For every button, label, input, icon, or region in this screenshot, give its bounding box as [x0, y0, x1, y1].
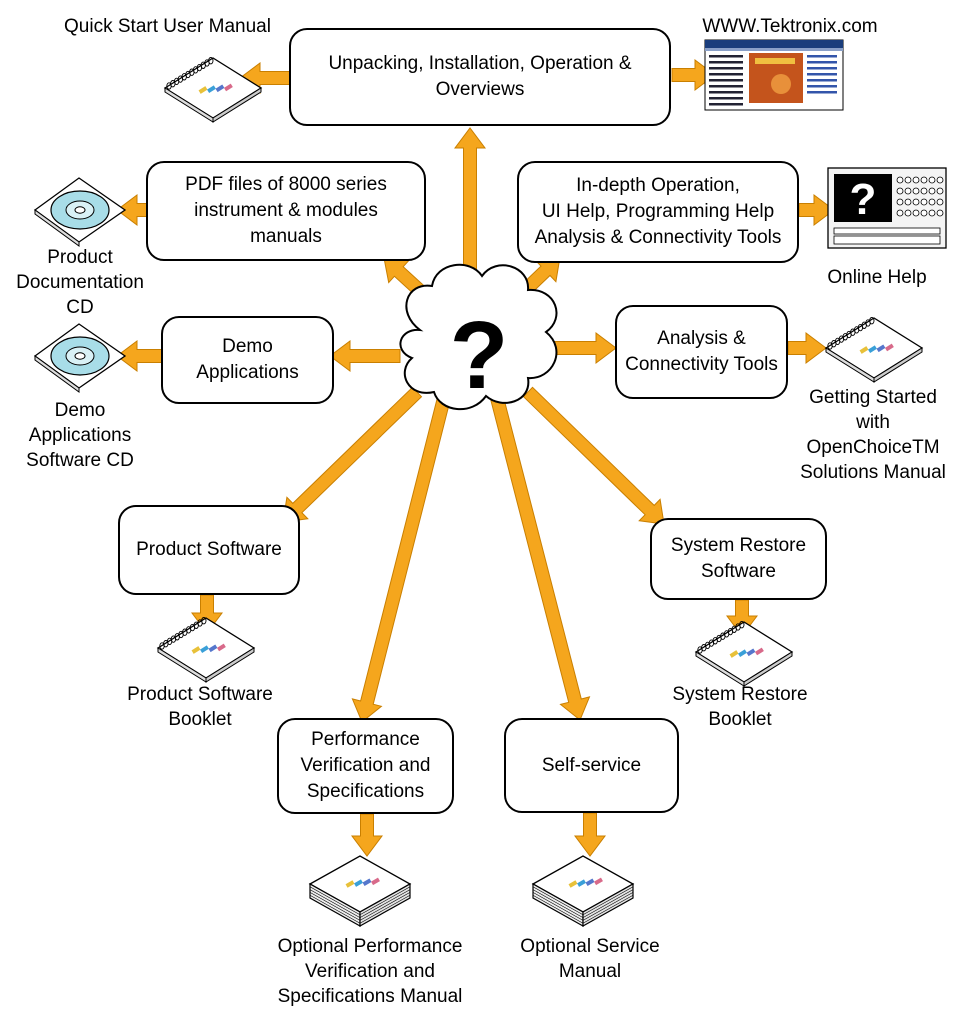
- demo-cd-icon: [33, 323, 127, 393]
- icons-layer: ?: [33, 39, 947, 928]
- quick-start-manual-icon: [163, 57, 263, 123]
- arrow-to-performance: [351, 395, 451, 723]
- website-icon: [704, 39, 844, 111]
- box-pdf-files: PDF files of 8000 series instrument & mo…: [146, 161, 426, 261]
- label-doc-cd: Product Documentation CD: [16, 247, 144, 318]
- online-help-scope-icon: ?: [827, 167, 947, 249]
- arrow-to-getting-started: [787, 332, 827, 364]
- box-indepth-operation: In-depth Operation, UI Help, Programming…: [517, 161, 799, 263]
- performance-manual-book-icon: [308, 855, 412, 928]
- box-system-restore: System Restore Software: [650, 518, 827, 600]
- svg-text:?: ?: [850, 175, 877, 224]
- documentation-cd-icon: [33, 177, 127, 247]
- box-analysis-tools: Analysis & Connectivity Tools: [615, 305, 788, 399]
- getting-started-manual-icon: [824, 317, 924, 383]
- arrow-to-demo-cd: [116, 340, 163, 372]
- box-demo-applications: Demo Applications: [161, 316, 334, 404]
- label-restore-booklet: System Restore Booklet: [672, 684, 808, 730]
- arrow-to-service-manual: [574, 812, 606, 857]
- service-manual-book-icon: [531, 855, 635, 928]
- arrow-to-self-service: [490, 395, 591, 721]
- arrow-to-product-software: [282, 386, 423, 523]
- label-quick-start: Quick Start User Manual: [64, 16, 271, 37]
- arrow-to-perf-manual: [351, 813, 383, 857]
- label-service-manual: Optional Service Manual: [520, 936, 660, 982]
- arrow-to-online-help: [798, 194, 835, 226]
- question-cloud: ?: [399, 263, 558, 411]
- box-self-service: Self-service: [504, 718, 679, 813]
- box-unpacking: Unpacking, Installation, Operation & Ove…: [289, 28, 671, 126]
- system-restore-booklet-icon: [694, 621, 794, 687]
- label-demo-cd: Demo Applications Software CD: [26, 400, 134, 471]
- box-performance-verification: Performance Verification and Specificati…: [277, 718, 454, 814]
- label-product-sw-booklet: Product Software Booklet: [127, 684, 273, 730]
- arrow-to-analysis: [547, 332, 617, 364]
- box-product-software: Product Software: [118, 505, 300, 595]
- arrow-to-doc-cd: [116, 194, 148, 226]
- label-website: WWW.Tektronix.com: [702, 16, 878, 37]
- label-perf-manual: Optional Performance Verification and Sp…: [277, 936, 463, 1007]
- arrows-layer: [116, 59, 835, 857]
- question-mark: ?: [450, 302, 509, 409]
- arrow-to-unpacking: [454, 127, 486, 286]
- arrow-to-system-restore: [522, 386, 665, 525]
- arrow-to-demo: [329, 340, 401, 372]
- product-software-booklet-icon: [156, 617, 256, 683]
- label-getting-started: Getting Started with OpenChoiceTM Soluti…: [800, 387, 946, 483]
- label-online-help: Online Help: [827, 267, 927, 288]
